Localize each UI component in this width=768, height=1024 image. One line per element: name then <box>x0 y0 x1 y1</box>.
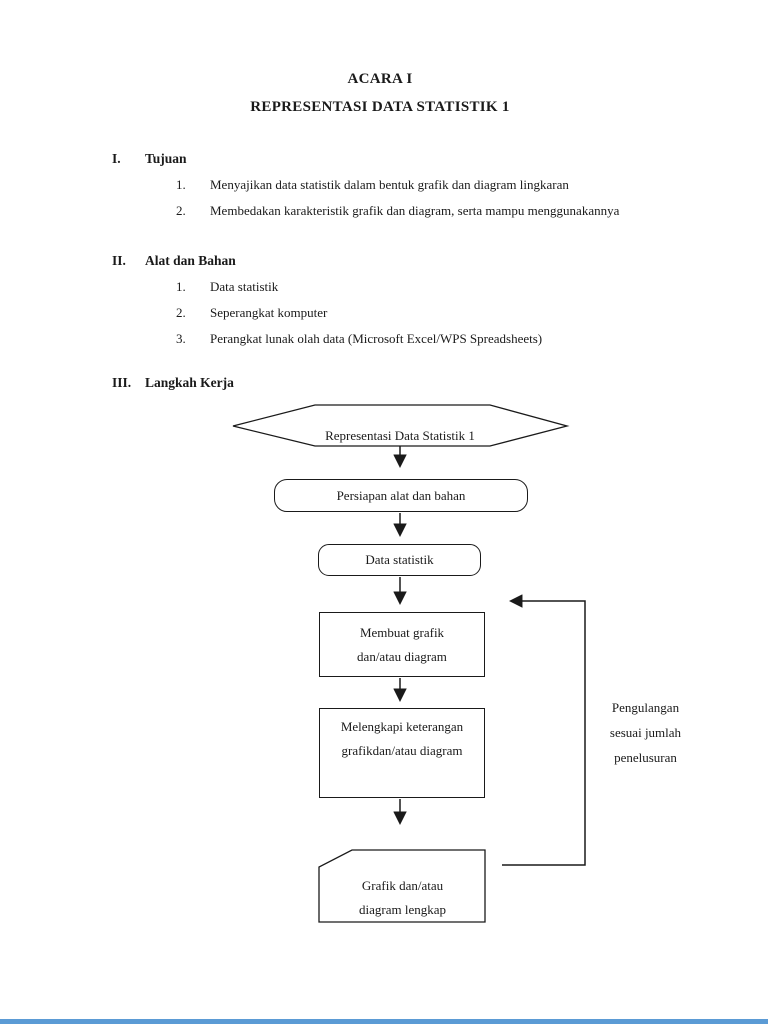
list-item-text: Menyajikan data statistik dalam bentuk g… <box>210 177 569 192</box>
section-numeral: III. <box>112 375 132 390</box>
loop-back-arrow <box>502 594 586 866</box>
flowchart-start-label: Representasi Data Statistik 1 <box>325 428 475 443</box>
doc-title-line2: REPRESENTASI DATA STATISTIK 1 <box>250 99 510 115</box>
step-label-line2: grafikdan/atau diagram <box>341 743 463 758</box>
section-numeral: II. <box>112 253 126 268</box>
list-item: 2. Seperangkat komputer <box>176 305 327 321</box>
list-item-number: 3. <box>176 331 186 346</box>
flowchart-step-make: Membuat grafik dan/atau diagram <box>319 612 485 677</box>
flowchart-step-data: Data statistik <box>318 544 481 576</box>
list-item-number: 1. <box>176 177 186 192</box>
section-title: Alat dan Bahan <box>145 253 236 268</box>
flowchart-step-caption: Melengkapi keterangan grafikdan/atau dia… <box>319 708 485 798</box>
loop-annotation-line1: Pengulangan <box>611 700 680 715</box>
loop-annotation: Pengulangan sesuai jumlah penelusuran <box>583 695 708 770</box>
list-item-text: Seperangkat komputer <box>210 305 328 320</box>
step-label-line1: Membuat grafik <box>359 624 445 640</box>
section-title: Tujuan <box>145 151 187 166</box>
section-heading-tujuan: I. Tujuan <box>112 151 187 167</box>
list-item-number: 2. <box>176 305 186 320</box>
list-item-number: 2. <box>176 203 186 218</box>
flowchart-step-prep: Persiapan alat dan bahan <box>274 479 528 512</box>
list-item: 3. Perangkat lunak olah data (Microsoft E… <box>176 331 542 347</box>
list-item: 1. Data statistik <box>176 279 278 295</box>
step-label: Data statistik <box>365 552 434 567</box>
section-numeral: I. <box>112 151 121 166</box>
footer-accent-bar <box>0 1019 768 1024</box>
output-label-line1: Grafik dan/atau <box>361 878 444 893</box>
loop-annotation-line3: penelusuran <box>614 750 677 765</box>
doc-title-line1: ACARA I <box>347 71 413 87</box>
list-item: 2. Membedakan karakteristik grafik dan di… <box>176 203 619 219</box>
section-heading-alat-dan-bahan: II. Alat dan Bahan <box>112 253 236 269</box>
list-item-number: 1. <box>176 279 186 294</box>
loop-annotation-line2: sesuai jumlah <box>609 725 682 740</box>
section-title: Langkah Kerja <box>145 375 234 390</box>
list-item-text: Membedakan karakteristik grafik dan diag… <box>210 203 620 218</box>
step-label-line2: dan/atau diagram <box>357 648 447 664</box>
output-label-line2: diagram lengkap <box>359 902 446 917</box>
step-label-line1: Melengkapi keterangan <box>340 719 464 734</box>
flowchart-output-label: Grafik dan/atau diagram lengkap <box>319 874 486 922</box>
step-label: Persiapan alat dan bahan <box>336 487 466 503</box>
section-heading-langkah-kerja: III. Langkah Kerja <box>112 375 234 391</box>
list-item-text: Data statistik <box>210 279 279 294</box>
list-item: 1. Menyajikan data statistik dalam bentuk… <box>176 177 569 193</box>
list-item-text: Perangkat lunak olah data (Microsoft Exc… <box>210 331 543 346</box>
